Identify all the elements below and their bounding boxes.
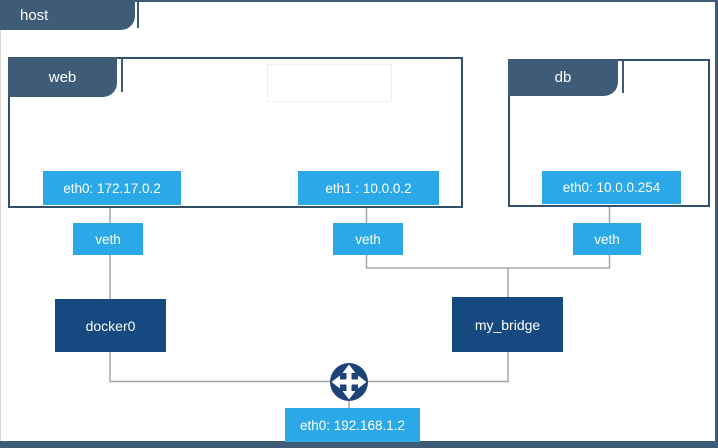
interface-chip-eth0-web: eth0: 172.17.0.2 <box>43 171 181 205</box>
web-tab-edge <box>121 59 123 92</box>
host-label: host <box>20 6 49 24</box>
db-tab-edge <box>622 61 624 93</box>
host-tab: host <box>0 0 135 30</box>
interface-chip-eth0-db: eth0: 10.0.0.254 <box>542 171 681 204</box>
bridge-docker0: docker0 <box>55 299 166 352</box>
bridge-my-bridge: my_bridge <box>452 297 563 352</box>
host-border-right <box>715 0 718 448</box>
container-label-web: web <box>48 68 77 86</box>
veth-chip-2: veth <box>333 223 403 255</box>
container-label-db: db <box>554 69 572 86</box>
container-tab-web: web <box>8 57 117 97</box>
container-db: db eth0: 10.0.0.254 <box>508 59 710 207</box>
host-border-bottom <box>0 441 718 448</box>
blank-box <box>267 64 392 102</box>
interface-chip-eth1-web: eth1 : 10.0.0.2 <box>298 171 439 205</box>
veth-chip-3: veth <box>573 223 641 255</box>
interface-chip-eth0-host: eth0: 192.168.1.2 <box>285 408 420 442</box>
connector-lines <box>109 203 611 409</box>
container-web: web eth0: 172.17.0.2 eth1 : 10.0.0.2 <box>8 57 463 208</box>
router-icon <box>330 363 368 401</box>
veth-chip-1: veth <box>73 223 143 255</box>
host-border-top <box>0 0 718 2</box>
container-tab-db: db <box>508 59 618 96</box>
host-tab-edge <box>137 0 139 28</box>
host-border-left <box>0 0 1 448</box>
